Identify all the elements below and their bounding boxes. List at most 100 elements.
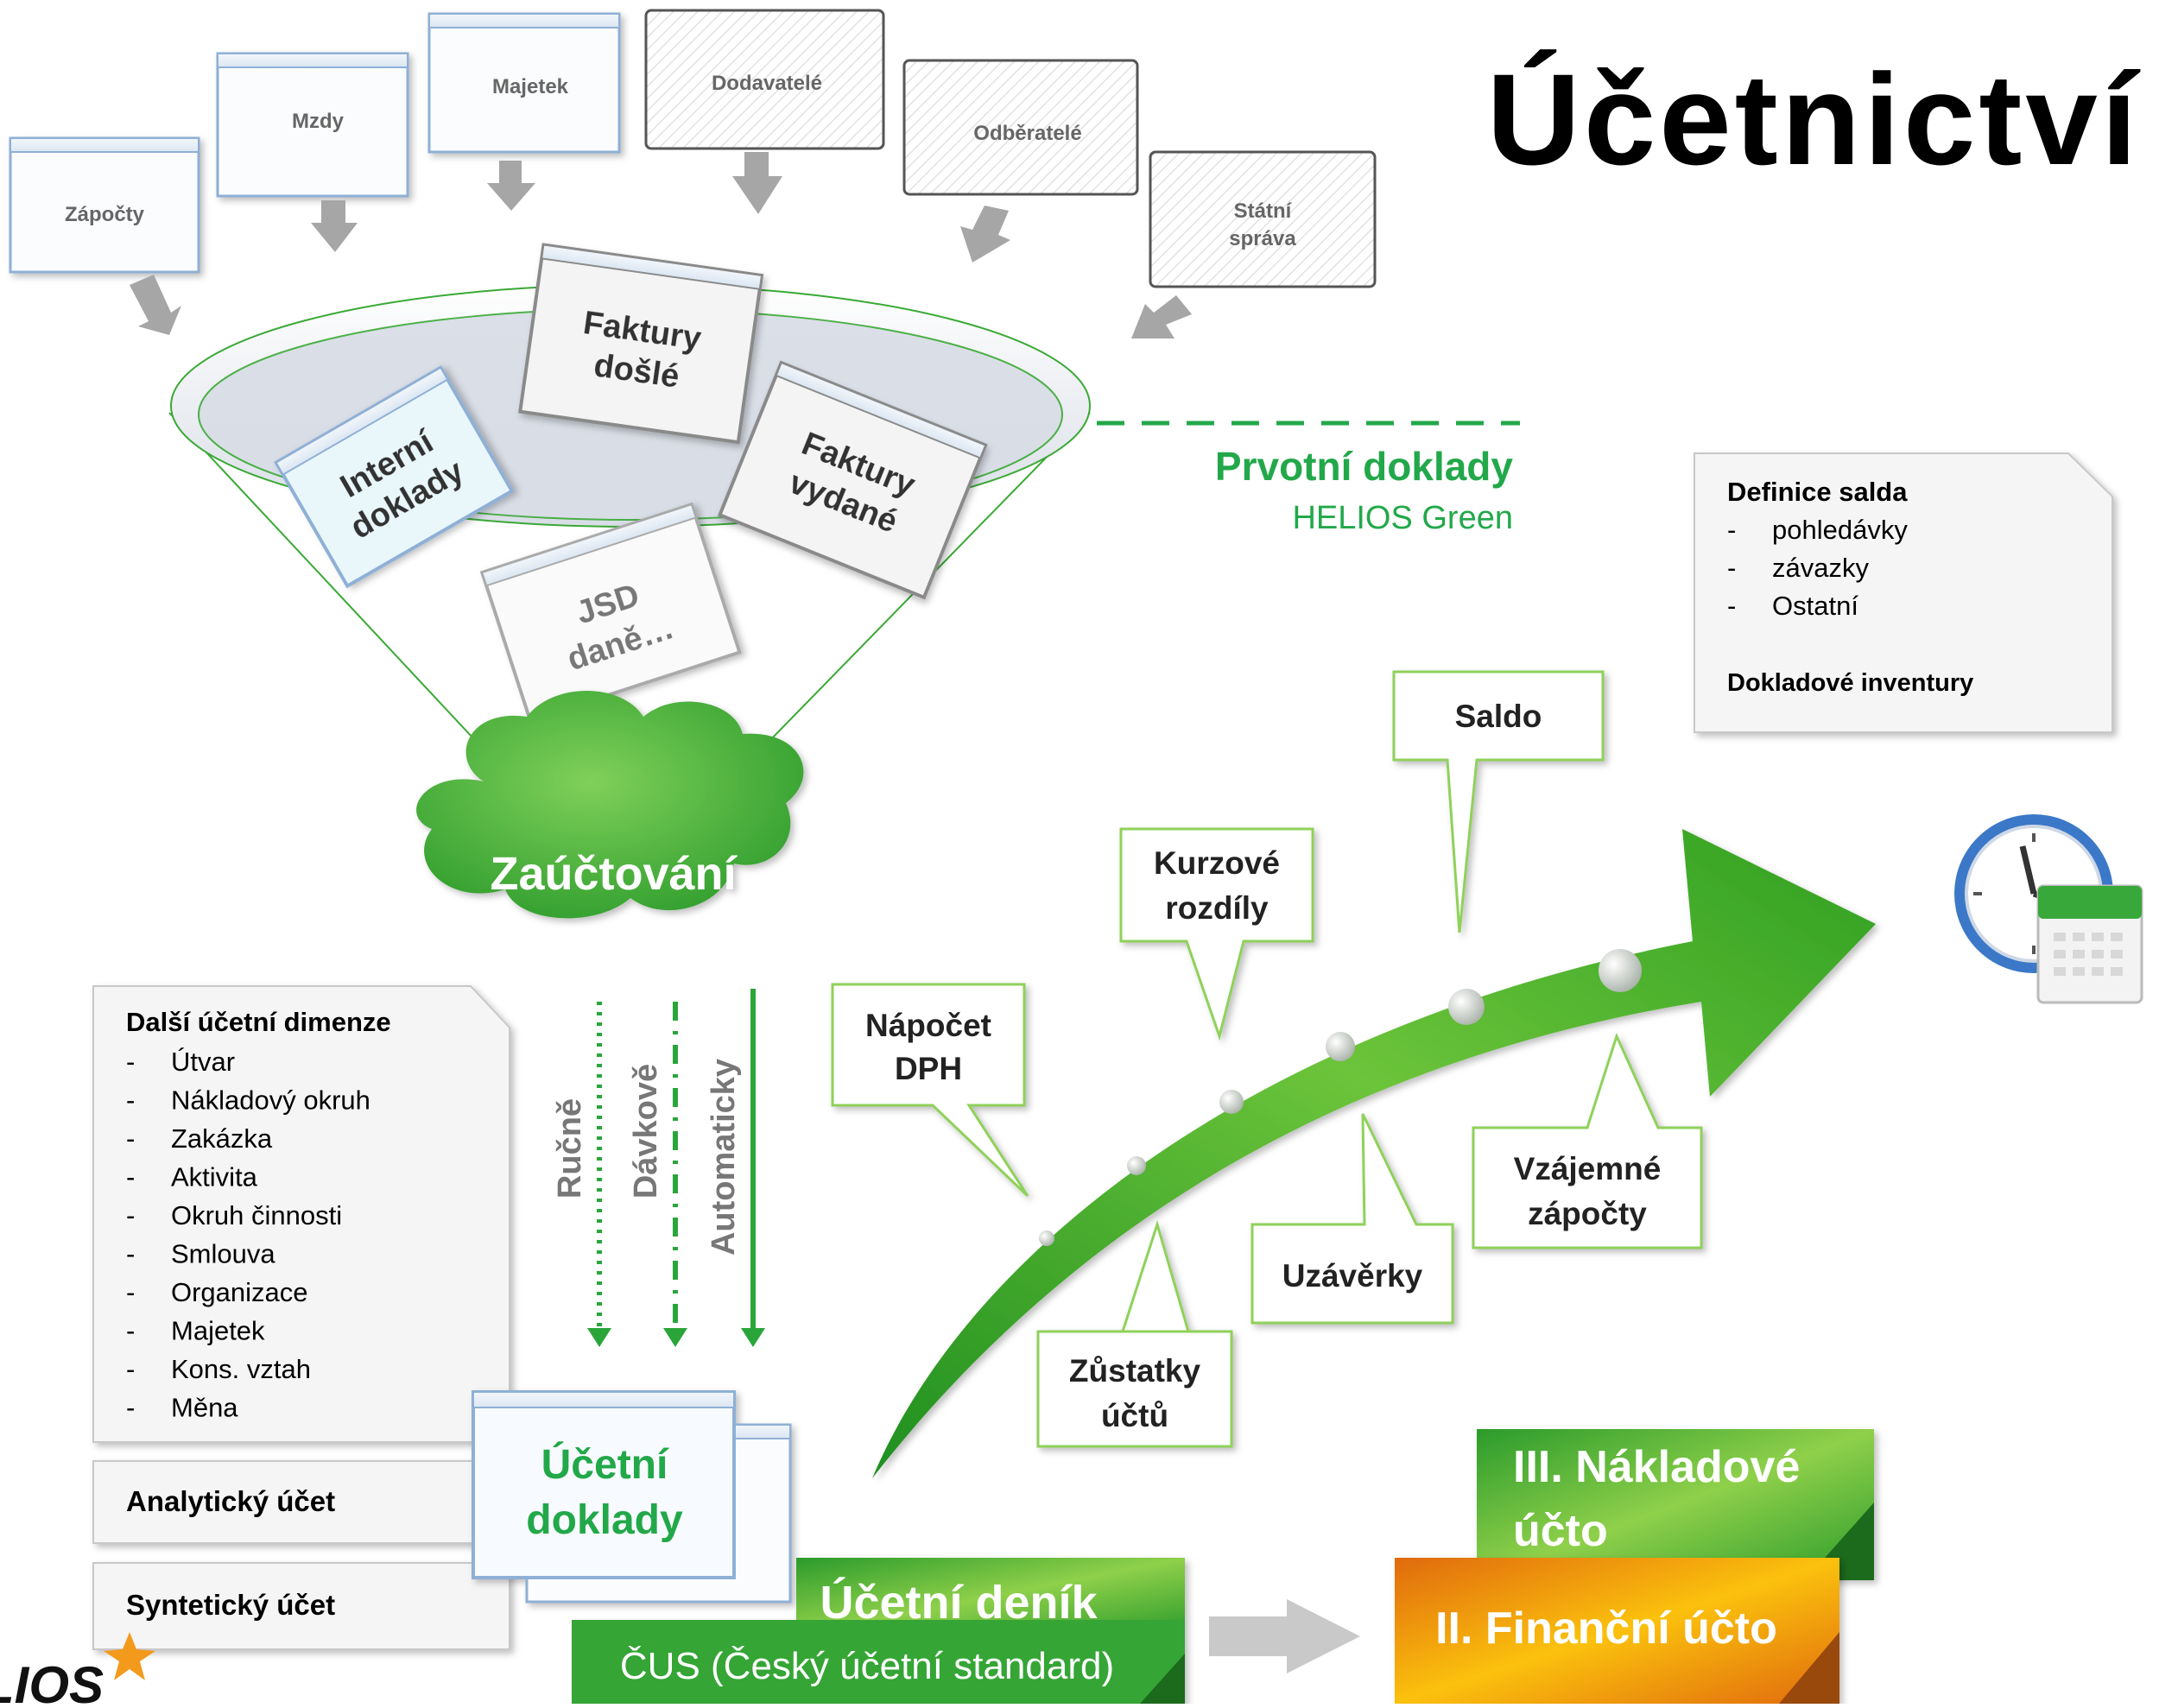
page-title: Účetnictví xyxy=(1487,47,2141,192)
cost-accounting-label: účto xyxy=(1513,1506,1608,1556)
doc-jsd-dane: JSD daně… xyxy=(479,502,742,723)
list-bullet: - xyxy=(1727,553,1736,583)
down-arrow-icon xyxy=(960,206,1010,263)
source-window-odberatele: Odběratelé xyxy=(902,59,1139,196)
bead xyxy=(1599,949,1642,992)
source-label: Státní xyxy=(1234,199,1293,223)
batch-label: Dávkově xyxy=(628,1064,664,1199)
bead xyxy=(1326,1032,1355,1061)
analytic-account-box: Analytický účet xyxy=(92,1460,510,1544)
source-label: Mzdy xyxy=(292,110,345,133)
balance-footer: Dokladové inventury xyxy=(1727,669,1973,697)
primary-docs-subtitle: HELIOS Green xyxy=(1292,500,1513,536)
list-bullet: - xyxy=(126,1047,135,1077)
balance-definition-box: Definice salda - pohledávky - závazky - Ostat… xyxy=(1694,452,2113,733)
list-item: Ostatní xyxy=(1772,591,1858,621)
journal-subtitle: ČUS (Český účetní standard) xyxy=(620,1644,1114,1687)
dimensions-box: Další účetní dimenze - Útvar - Nákladový ok… xyxy=(92,985,510,1443)
financial-accounting-label: II. Finanční účto xyxy=(1435,1604,1777,1654)
callout-text: Uzávěrky xyxy=(1282,1258,1423,1294)
doc-faktury-vydane: Faktury vydané xyxy=(717,360,988,600)
balance-title: Definice salda xyxy=(1727,477,1908,507)
dimensions-title: Další účetní dimenze xyxy=(126,1007,391,1037)
accounting-docs-stack: Účetní doklady xyxy=(472,1390,792,1604)
list-bullet: - xyxy=(126,1316,135,1346)
down-arrow-icon xyxy=(311,200,358,252)
journal-title: Účetní deník xyxy=(820,1577,1098,1629)
bead xyxy=(1448,989,1485,1025)
callout-text: Kurzové xyxy=(1154,845,1280,881)
bead xyxy=(1127,1156,1146,1175)
helios-logo: LIOS xyxy=(0,1632,155,1708)
callout-text: DPH xyxy=(895,1051,962,1086)
source-window-zapocty: Zápočty xyxy=(9,136,200,274)
cloud-label: Zaúčtování xyxy=(490,848,738,900)
callout-text: Vzájemné xyxy=(1514,1151,1662,1186)
dimensions-list: - Útvar - Nákladový okruh - Zakázka - Aktivita -… xyxy=(126,1047,370,1423)
down-arrow-icon xyxy=(487,161,535,211)
list-item: Útvar xyxy=(171,1047,235,1077)
balance-list: - pohledávky - závazky - Ostatní xyxy=(1727,515,1908,621)
list-bullet: - xyxy=(126,1277,135,1307)
list-bullet: - xyxy=(126,1200,135,1230)
list-bullet: - xyxy=(126,1393,135,1423)
posting-cloud: Zaúčtování xyxy=(416,691,804,919)
callout-text: účtů xyxy=(1101,1398,1168,1433)
list-bullet: - xyxy=(126,1123,135,1154)
cost-accounting-banner: III. Nákladové účto xyxy=(1477,1429,1874,1580)
cost-accounting-label: III. Nákladové xyxy=(1513,1442,1800,1492)
source-arrows xyxy=(130,152,1192,338)
callout-closing xyxy=(1250,1113,1454,1325)
journal-banner: Účetní deník ČUS (Český účetní standard) xyxy=(572,1558,1185,1705)
posting-arrows xyxy=(587,989,765,1347)
bead xyxy=(1039,1230,1054,1246)
right-arrow-icon xyxy=(1209,1599,1360,1673)
callout-text: Nápočet xyxy=(865,1008,991,1043)
source-label: Dodavatelé xyxy=(712,72,822,95)
callout-text: zápočty xyxy=(1528,1196,1647,1231)
source-label: správa xyxy=(1229,227,1296,250)
callout-saldo xyxy=(1392,670,1605,933)
callout-text: rozdíly xyxy=(1165,890,1269,926)
down-arrow-icon xyxy=(663,1328,687,1347)
list-item: Zakázka xyxy=(171,1123,273,1154)
bead xyxy=(1219,1090,1244,1114)
auto-label: Automaticky xyxy=(706,1059,742,1256)
list-item: Kons. vztah xyxy=(171,1354,311,1384)
source-window-dodavatele: Dodavatelé xyxy=(644,9,885,150)
down-arrow-icon xyxy=(130,275,181,335)
list-bullet: - xyxy=(1727,515,1736,545)
list-item: Majetek xyxy=(171,1316,265,1346)
accounting-docs-label: doklady xyxy=(526,1497,683,1543)
list-item: Nákladový okruh xyxy=(171,1085,370,1116)
accounting-docs-label: Účetní xyxy=(541,1440,669,1488)
source-window-statni-sprava: Státní správa xyxy=(1149,150,1377,288)
callout-text: Saldo xyxy=(1455,699,1542,734)
callout-text: Zůstatky xyxy=(1069,1353,1201,1389)
list-item: Aktivita xyxy=(171,1162,258,1192)
down-arrow-icon xyxy=(732,152,782,214)
analytic-account-label: Analytický účet xyxy=(126,1485,335,1517)
clock-calendar-icon xyxy=(1954,814,2143,1004)
manual-label: Ručně xyxy=(552,1098,588,1199)
list-item: Okruh činnosti xyxy=(171,1200,342,1230)
list-item: Smlouva xyxy=(171,1239,275,1269)
synthetic-account-label: Syntetický účet xyxy=(126,1589,335,1621)
list-item: Organizace xyxy=(171,1277,308,1307)
list-bullet: - xyxy=(126,1085,135,1116)
callout-rates xyxy=(1119,827,1314,1041)
down-arrow-icon xyxy=(741,1328,765,1347)
doc-faktury-dosle: Faktury došlé xyxy=(518,243,764,445)
source-window-majetek: Majetek xyxy=(427,12,621,154)
source-label: Majetek xyxy=(492,75,569,98)
list-item: pohledávky xyxy=(1772,515,1908,545)
callout-offsets xyxy=(1472,1032,1703,1249)
list-item: Měna xyxy=(171,1393,238,1423)
list-bullet: - xyxy=(1727,591,1736,621)
callout-balances xyxy=(1036,1219,1233,1448)
list-bullet: - xyxy=(126,1162,135,1192)
list-item: závazky xyxy=(1772,553,1869,583)
source-label: Zápočty xyxy=(65,203,145,226)
